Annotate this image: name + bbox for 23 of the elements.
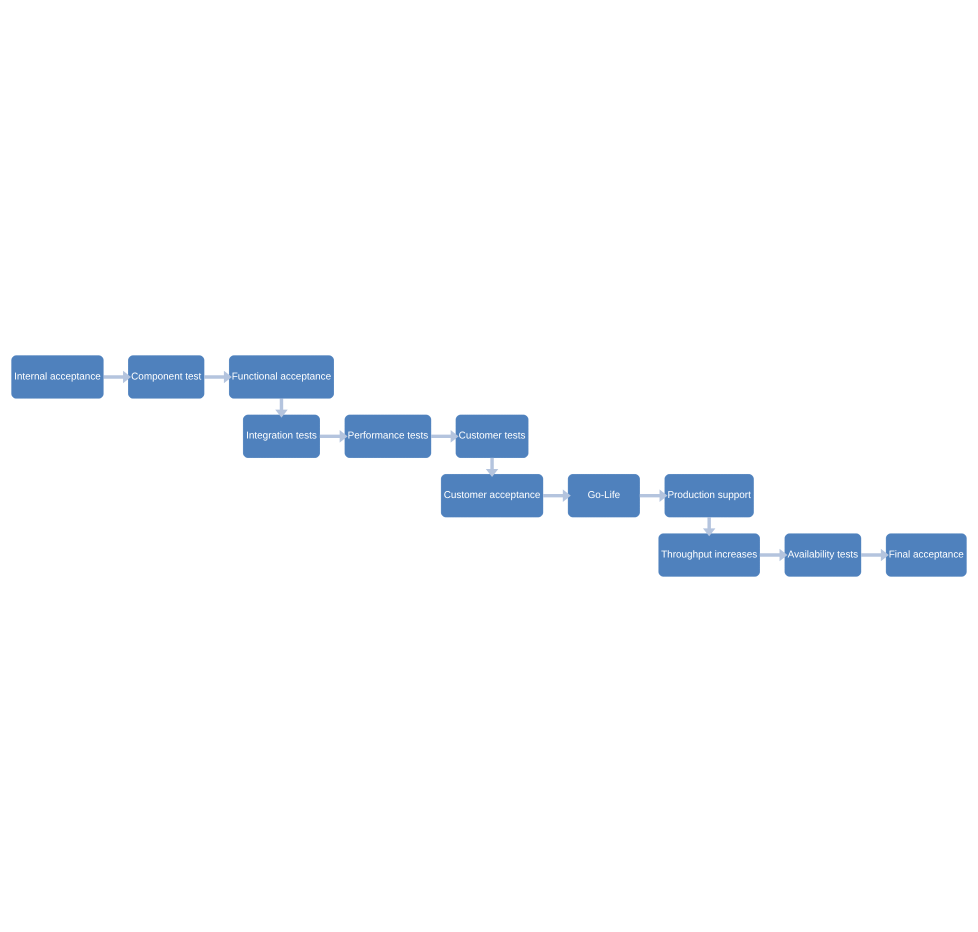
arrow [320,430,348,443]
arrow [861,548,889,562]
arrow [486,458,498,477]
node-box: Final acceptance [886,533,967,577]
arrow [431,430,459,443]
node-box: Throughput increases [658,533,760,577]
node-box: Integration tests [242,414,320,458]
node-box: Internal acceptance [11,355,104,399]
arrow [543,489,571,502]
node-box: Component test [128,355,204,399]
arrow [204,370,232,384]
node-box: Production support [664,474,754,518]
arrow [702,517,716,536]
node-box: Availability tests [784,533,862,577]
arrow [760,548,788,562]
arrow [103,370,131,384]
node-box: Functional acceptance [229,355,334,399]
arrow [640,489,668,502]
node-box: Customer acceptance [440,474,544,518]
node-box: Go-Life [568,474,640,518]
arrow [275,398,288,418]
node-box: Customer tests [456,414,528,458]
node-box: Performance tests [344,414,432,458]
